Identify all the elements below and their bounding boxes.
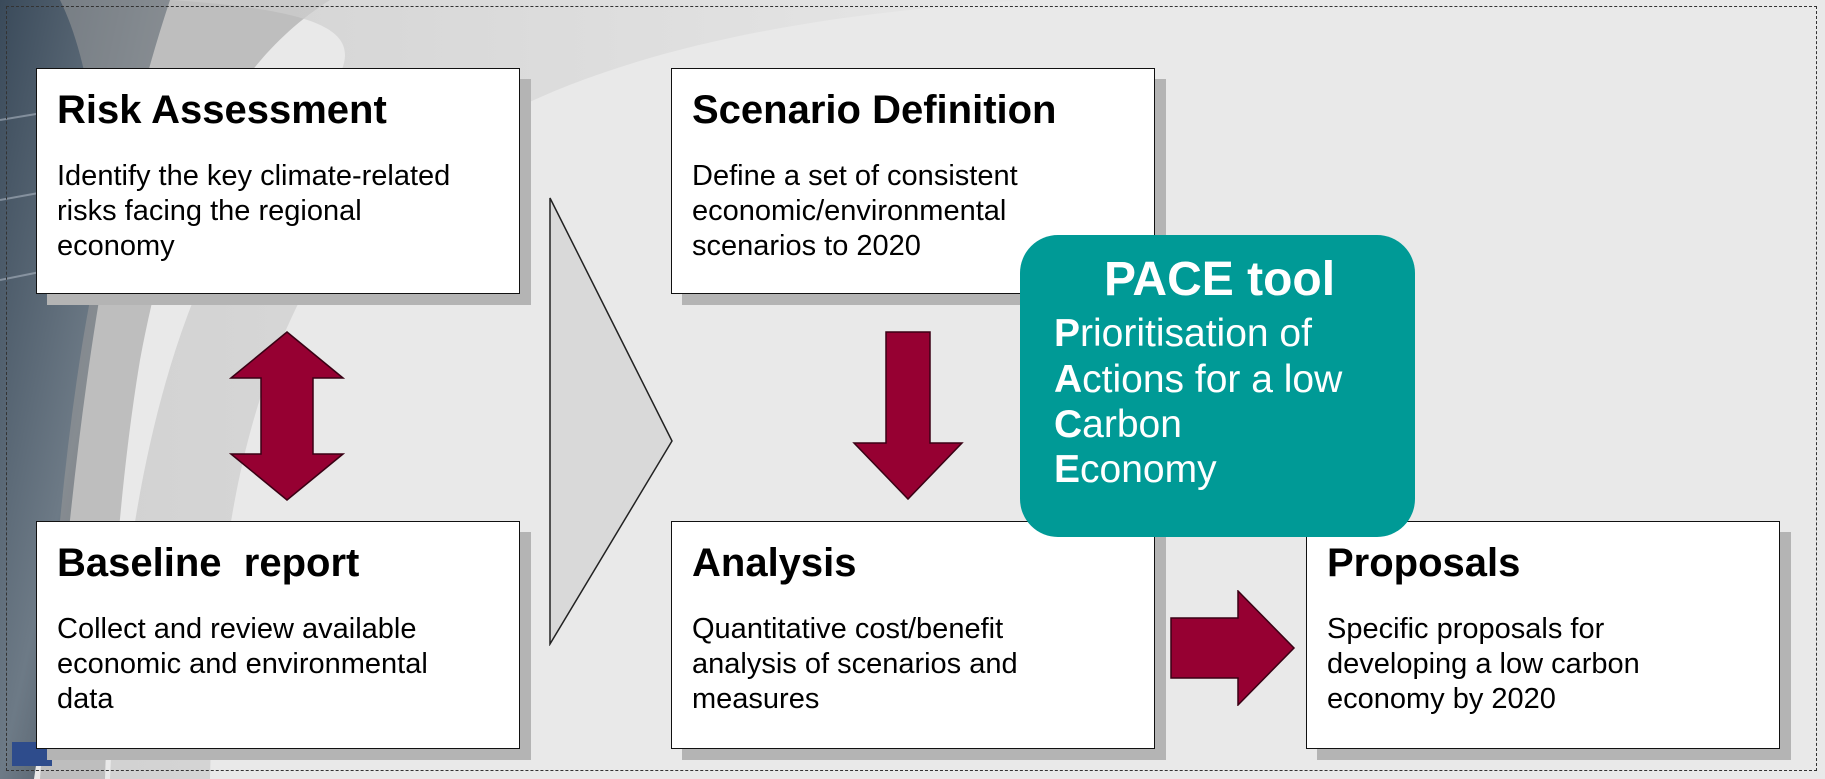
pace-rest-4: conomy bbox=[1080, 448, 1217, 492]
pace-initial-p: P bbox=[1054, 312, 1081, 356]
scenario-definition-title: Scenario Definition bbox=[692, 88, 1057, 132]
analysis-text: Quantitative cost/benefit analysis of sc… bbox=[692, 613, 1018, 715]
pace-rest-3: arbon bbox=[1082, 402, 1182, 446]
scenario-definition-box: Scenario Definition Define a set of cons… bbox=[671, 68, 1155, 294]
pace-line-2: Actions for a low bbox=[1054, 357, 1385, 402]
proposals-box: Proposals Specific proposals for develop… bbox=[1306, 521, 1780, 749]
baseline-report-text: Collect and review available economic an… bbox=[57, 613, 428, 715]
pace-initial-c: C bbox=[1054, 402, 1083, 446]
baseline-report-box: Baseline report Collect and review avail… bbox=[36, 521, 520, 749]
analysis-box: Analysis Quantitative cost/benefit analy… bbox=[671, 521, 1155, 749]
pace-line-3: Carbon bbox=[1054, 402, 1385, 447]
scenario-definition-text: Define a set of consistent economic/envi… bbox=[692, 160, 1018, 262]
risk-assessment-text: Identify the key climate-related risks f… bbox=[57, 160, 451, 262]
proposals-title: Proposals bbox=[1327, 541, 1521, 585]
analysis-title: Analysis bbox=[692, 541, 857, 585]
baseline-report-title: Baseline report bbox=[57, 541, 360, 585]
pace-line-4: Economy bbox=[1054, 447, 1385, 492]
proposals-text: Specific proposals for developing a low … bbox=[1327, 613, 1640, 715]
pace-line-1: Prioritisation of bbox=[1054, 311, 1385, 356]
pace-rest-2: ctions for a low bbox=[1082, 357, 1343, 401]
risk-assessment-title: Risk Assessment bbox=[57, 88, 387, 132]
right-arrow-analysis-proposals bbox=[1170, 590, 1296, 706]
chevron-arrow-to-right bbox=[549, 197, 673, 646]
pace-rest-1: rioritisation of bbox=[1080, 312, 1312, 356]
risk-assessment-box: Risk Assessment Identify the key climate… bbox=[36, 68, 520, 294]
pace-tool-title: PACE tool bbox=[1103, 253, 1336, 306]
down-arrow-scenario-analysis bbox=[852, 331, 964, 501]
pace-tool-callout: PACE tool Prioritisation of Actions for … bbox=[1020, 235, 1415, 537]
double-arrow-risk-baseline bbox=[229, 331, 345, 501]
pace-initial-a: A bbox=[1054, 357, 1083, 401]
pace-initial-e: E bbox=[1054, 448, 1081, 492]
